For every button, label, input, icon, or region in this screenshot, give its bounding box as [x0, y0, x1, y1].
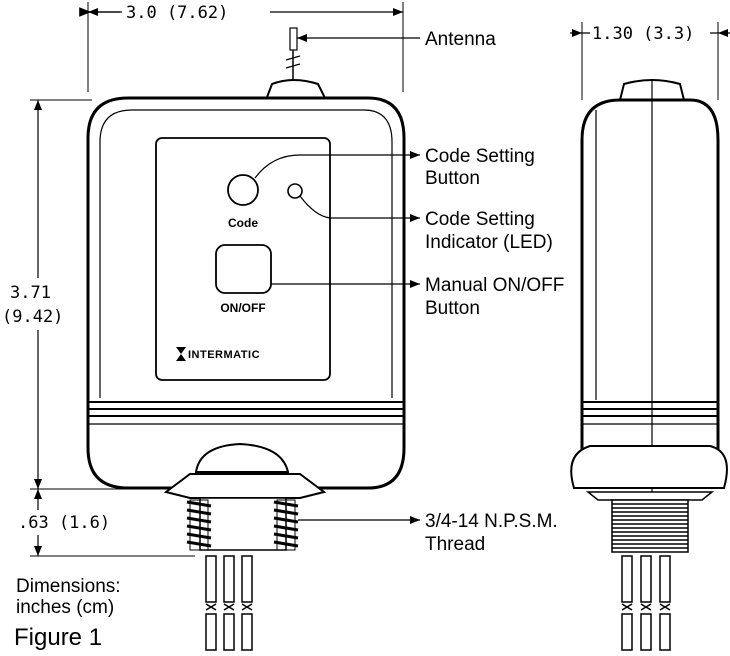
figure-caption: Figure 1 [14, 624, 102, 651]
code-button-label-line1: Code Setting [425, 146, 535, 167]
depth-dimension: 1.30 (3.3) [570, 22, 730, 100]
intermatic-logo: INTERMATIC [176, 347, 260, 361]
units-note-line2: inches (cm) [16, 597, 114, 618]
antenna-boss [264, 79, 328, 101]
control-panel: Code ON/OFF INTERMATIC [155, 137, 331, 381]
depth-label: 1.30 (3.3) [592, 24, 694, 44]
side-view-housing [570, 79, 728, 553]
callout-antenna: Antenna [425, 29, 496, 50]
code-setting-button[interactable] [227, 174, 259, 206]
indicator-label-line1: Code Setting [425, 209, 535, 230]
code-indicator-led [287, 183, 303, 199]
manual-onoff-button[interactable] [215, 244, 272, 294]
width-label: 3.0 (7.62) [126, 3, 228, 23]
thread-label-line2: Thread [425, 534, 485, 555]
onoff-label: ON/OFF [220, 301, 265, 315]
thread-height-dimension: .63 (1.6) [18, 489, 195, 557]
brand-label: INTERMATIC [188, 349, 260, 361]
height-label-line1: 3.71 [10, 283, 51, 303]
width-dimension: 3.0 (7.62) [79, 2, 404, 92]
height-dimension: 3.71 (9.42) [2, 99, 165, 490]
code-button-label-line2: Button [425, 168, 480, 189]
antenna [285, 27, 420, 82]
manual-label-line1: Manual ON/OFF [425, 275, 564, 296]
thread-right [273, 499, 299, 551]
side-lead-wires [621, 555, 671, 651]
indicator-label-line2: Indicator (LED) [425, 232, 553, 253]
callout-thread: 3/4-14 N.P.S.M. Thread [298, 511, 558, 555]
antenna-label: Antenna [425, 29, 496, 50]
thread-label-line1: 3/4-14 N.P.S.M. [425, 511, 558, 532]
code-label: Code [228, 216, 258, 230]
thread-left [186, 499, 212, 551]
callout-indicator: Code Setting Indicator (LED) [299, 195, 553, 253]
units-note-line1: Dimensions: [16, 576, 121, 597]
bottom-fitting [163, 442, 327, 551]
callout-code-button: Code Setting Button [254, 146, 535, 189]
manual-label-line2: Button [425, 298, 480, 319]
callout-manual-button: Manual ON/OFF Button [271, 275, 564, 319]
thread-height-label: .63 (1.6) [18, 513, 110, 533]
height-label-line2: (9.42) [2, 307, 63, 327]
lead-wires [205, 555, 253, 651]
